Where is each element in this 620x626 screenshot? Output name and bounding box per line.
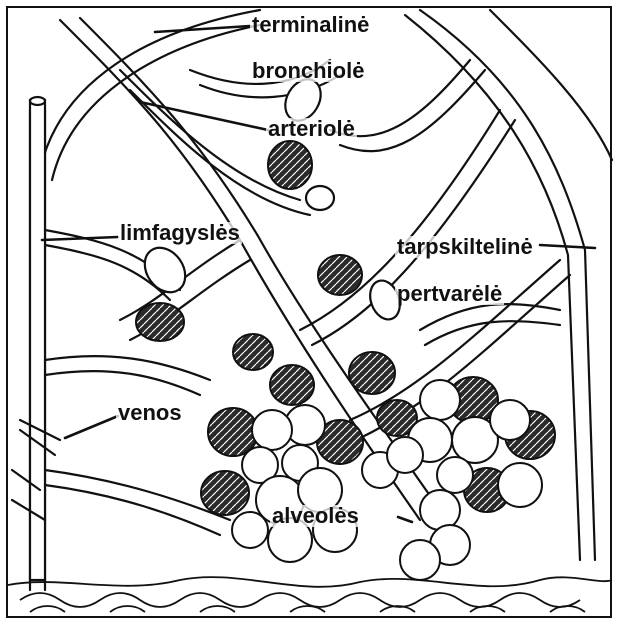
capillary-clusters	[136, 141, 555, 515]
label-interlobular-septum-line1: tarpskiltelinė	[395, 236, 535, 258]
label-terminal-bronchiole-line2: bronchiolė	[250, 60, 366, 82]
label-arteriole: arteriolė	[266, 118, 357, 140]
label-terminal-bronchiole-line1: terminalinė	[250, 14, 371, 36]
label-interlobular-septum-line2: pertvarėlė	[395, 283, 504, 305]
label-lymph-vessels: limfagyslės	[118, 222, 242, 244]
tissue-strip	[8, 577, 612, 612]
label-alveoli: alveolės	[270, 505, 361, 527]
lymph-vessel	[30, 97, 45, 580]
label-veins: venos	[116, 402, 184, 424]
